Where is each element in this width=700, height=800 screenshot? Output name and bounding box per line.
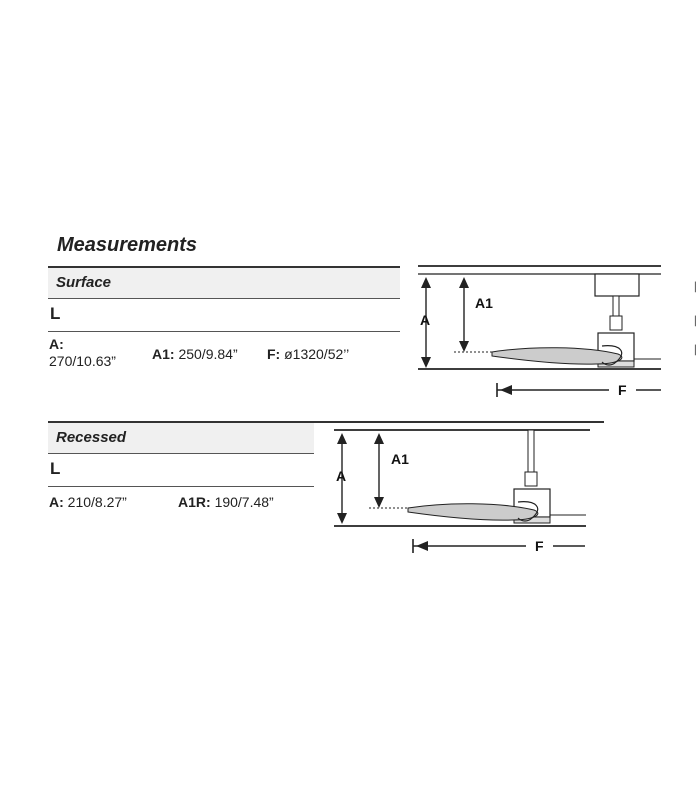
recessed-spec-a1r-key: A1R:	[178, 494, 211, 510]
surface-spec-a-value: 270/10.63”	[49, 353, 116, 369]
recessed-a-label: A	[336, 468, 346, 484]
surface-a1-arrowhead-top	[459, 277, 469, 288]
surface-a1-label: A1	[475, 295, 493, 311]
recessed-f-arrowhead	[416, 541, 428, 551]
surface-spec-a1-value: 250/9.84”	[178, 346, 238, 362]
surface-a1-arrowhead-bottom	[459, 341, 469, 352]
recessed-spec-a-value: 210/8.27”	[67, 494, 127, 510]
recessed-blade-curl	[517, 501, 539, 522]
page-title: Measurements	[57, 234, 198, 256]
recessed-a1-arrowhead-bottom	[374, 497, 384, 508]
recessed-blade	[407, 503, 539, 521]
surface-a-label: A	[420, 312, 430, 328]
surface-canopy	[594, 273, 640, 297]
recessed-spec-a1r: A1R: 190/7.48”	[178, 494, 274, 510]
surface-motor	[597, 332, 635, 362]
surface-coupler	[609, 315, 623, 331]
surface-spec-a: A: 270/10.63”	[49, 336, 116, 369]
surface-spec-f-value: ø1320/52’’	[284, 346, 350, 362]
recessed-spec-a: A: 210/8.27”	[49, 494, 127, 510]
surface-a-arrowhead-bottom	[421, 357, 431, 368]
recessed-a1-arrowhead-top	[374, 433, 384, 444]
edge-clipped-mark: ▏	[695, 345, 700, 355]
recessed-a-arrowhead-top	[337, 433, 347, 444]
surface-a-arrowhead-top	[421, 277, 431, 288]
surface-downrod	[612, 295, 620, 317]
recessed-downrod	[527, 429, 535, 473]
recessed-size-rule	[48, 486, 314, 487]
surface-blade-curl	[601, 345, 623, 366]
recessed-f-label: F	[535, 538, 544, 554]
surface-size-rule	[48, 331, 400, 332]
surface-f-label: F	[618, 382, 627, 398]
recessed-motor-base	[513, 516, 551, 524]
recessed-spec-a1r-value: 190/7.48”	[214, 494, 274, 510]
recessed-size-label: L	[50, 459, 61, 478]
recessed-coupler	[524, 471, 538, 487]
edge-clipped-mark: ▏	[695, 282, 700, 292]
edge-clipped-mark: ▏	[695, 316, 700, 326]
surface-f-arrowhead	[500, 385, 512, 395]
surface-header: Surface	[48, 268, 400, 298]
surface-size-label: L	[50, 304, 61, 323]
surface-top-rule	[48, 266, 400, 268]
surface-spec-a1: A1: 250/9.84”	[152, 346, 238, 362]
surface-motor-base	[597, 360, 635, 368]
surface-spec-f-key: F:	[267, 346, 281, 362]
surface-blade	[491, 347, 623, 365]
surface-spec-f: F: ø1320/52’’	[267, 346, 349, 362]
recessed-a-arrowhead-bottom	[337, 513, 347, 524]
recessed-header: Recessed	[48, 423, 314, 453]
recessed-top-rule	[48, 421, 604, 423]
recessed-spec-a-key: A:	[49, 494, 64, 510]
recessed-motor	[513, 488, 551, 518]
surface-spec-a1-key: A1:	[152, 346, 175, 362]
recessed-header-rule	[48, 453, 314, 454]
recessed-a1-label: A1	[391, 451, 409, 467]
surface-spec-a-key: A:	[49, 336, 64, 352]
surface-header-rule	[48, 298, 400, 299]
